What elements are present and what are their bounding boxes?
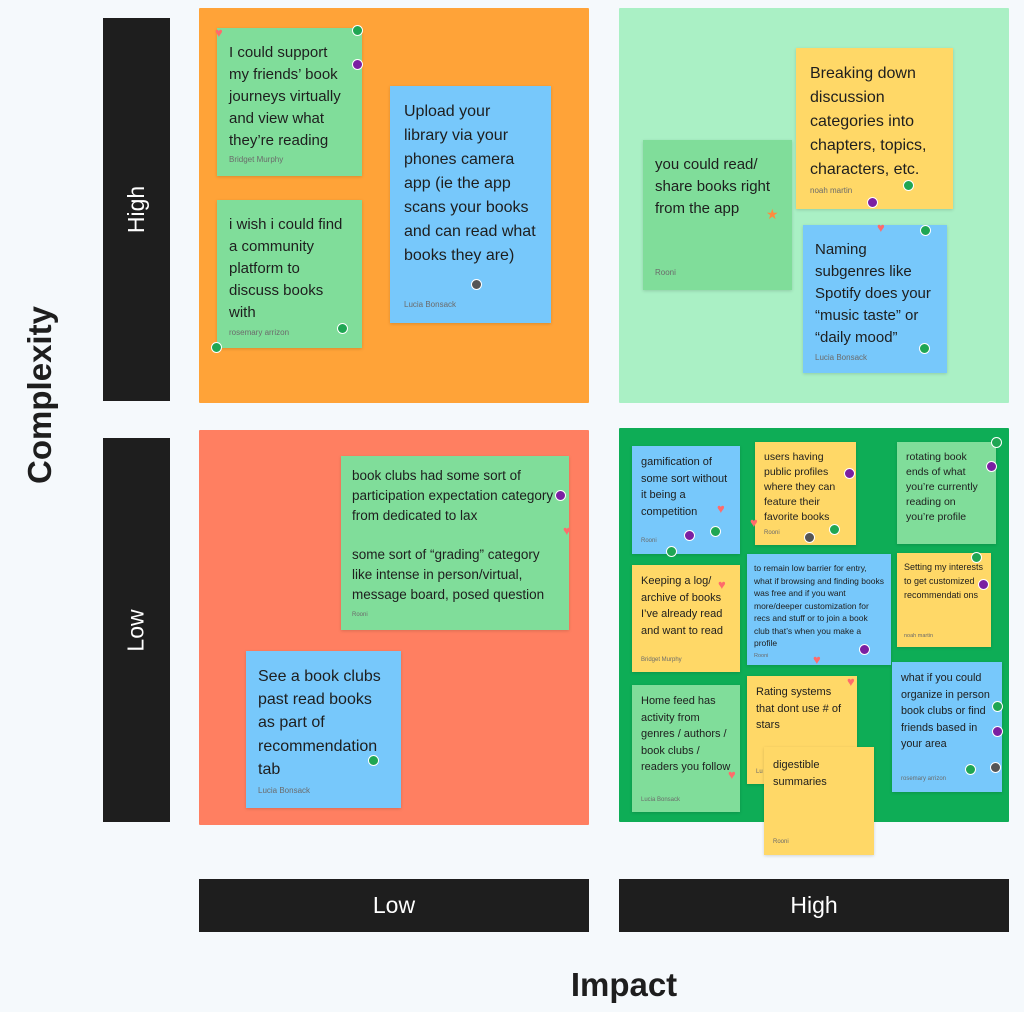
note-author: Lucia Bonsack bbox=[404, 300, 457, 309]
note-text: digestible summaries bbox=[773, 759, 827, 788]
sticky-note[interactable]: what if you could organize in person boo… bbox=[892, 662, 1002, 792]
heart-icon: ♥ bbox=[750, 515, 758, 530]
note-author: Rooni bbox=[773, 839, 789, 845]
heart-icon: ♥ bbox=[563, 523, 571, 538]
heart-icon: ♥ bbox=[717, 501, 725, 516]
x-axis-low-label: Low bbox=[199, 879, 589, 932]
sticky-note[interactable]: digestible summaries Rooni bbox=[764, 747, 874, 855]
avatar bbox=[990, 762, 1001, 773]
heart-icon: ♥ bbox=[847, 674, 855, 689]
note-author: Rooni bbox=[764, 530, 780, 536]
sticky-note[interactable]: Upload your library via your phones came… bbox=[390, 86, 551, 323]
avatar bbox=[971, 552, 982, 563]
note-author: rosemary arrizon bbox=[901, 776, 947, 782]
avatar bbox=[352, 59, 363, 70]
note-author: Lucia Bonsack bbox=[641, 797, 681, 803]
star-icon: ★ bbox=[766, 206, 779, 222]
note-text: gamification of some sort without it bei… bbox=[641, 456, 728, 518]
avatar bbox=[337, 323, 348, 334]
sticky-note[interactable]: Breaking down discussion categories into… bbox=[796, 48, 953, 209]
avatar bbox=[684, 530, 695, 541]
avatar bbox=[992, 726, 1003, 737]
note-author: Rooni bbox=[641, 538, 657, 544]
note-text: users having public profiles where they … bbox=[764, 451, 836, 523]
heart-icon: ♥ bbox=[877, 220, 885, 235]
y-axis-high-text: High bbox=[123, 185, 149, 234]
y-axis-low-text: Low bbox=[122, 608, 149, 652]
avatar bbox=[555, 490, 566, 501]
note-text: I could support my friends’ book journey… bbox=[229, 44, 341, 149]
avatar bbox=[986, 461, 997, 472]
note-author: Bridget Murphy bbox=[641, 657, 682, 663]
avatar bbox=[965, 764, 976, 775]
avatar bbox=[920, 225, 931, 236]
avatar bbox=[666, 546, 677, 557]
avatar bbox=[211, 342, 222, 353]
note-text: See a book clubs past read books as part… bbox=[258, 668, 381, 778]
note-text: Naming subgenres like Spotify does your … bbox=[815, 241, 931, 346]
sticky-note[interactable]: rotating book ends of what you’re curren… bbox=[897, 442, 996, 544]
note-author: Rooni bbox=[655, 268, 676, 277]
sticky-note[interactable]: See a book clubs past read books as part… bbox=[246, 651, 401, 808]
sticky-note[interactable]: I could support my friends’ book journey… bbox=[217, 28, 362, 176]
y-axis-title: Complexity bbox=[21, 306, 58, 484]
note-author: Rooni bbox=[352, 612, 368, 618]
sticky-note[interactable]: users having public profiles where they … bbox=[755, 442, 856, 545]
sticky-note[interactable]: book clubs had some sort of participatio… bbox=[341, 456, 569, 630]
note-text: Setting my interests to get customized r… bbox=[904, 562, 984, 600]
note-text: Home feed has activity from genres / aut… bbox=[641, 695, 731, 773]
sticky-note[interactable]: you could read/ share books right from t… bbox=[643, 140, 792, 290]
heart-icon: ♥ bbox=[718, 577, 726, 592]
note-author: Bridget Murphy bbox=[229, 155, 284, 164]
heart-icon: ♥ bbox=[813, 652, 821, 667]
avatar bbox=[919, 343, 930, 354]
note-author: Rooni bbox=[754, 653, 769, 659]
avatar bbox=[368, 755, 379, 766]
note-text: Breaking down discussion categories into… bbox=[810, 65, 927, 178]
note-author: noah martin bbox=[904, 633, 934, 639]
note-text: rotating book ends of what you’re curren… bbox=[906, 451, 978, 523]
avatar bbox=[710, 526, 721, 537]
note-text: what if you could organize in person boo… bbox=[901, 672, 990, 750]
note-author: rosemary arrizon bbox=[229, 328, 290, 337]
note-text: book clubs had some sort of participatio… bbox=[352, 468, 554, 602]
sticky-note[interactable]: Keeping a log/ archive of books I’ve alr… bbox=[632, 565, 740, 672]
avatar bbox=[352, 25, 363, 36]
sticky-note[interactable]: Setting my interests to get customized r… bbox=[897, 553, 991, 647]
avatar bbox=[978, 579, 989, 590]
avatar bbox=[829, 524, 840, 535]
avatar bbox=[844, 468, 855, 479]
note-text: you could read/ share books right from t… bbox=[655, 156, 771, 217]
avatar bbox=[804, 532, 815, 543]
sticky-note[interactable]: Home feed has activity from genres / aut… bbox=[632, 685, 740, 812]
x-axis-low-text: Low bbox=[372, 892, 416, 918]
note-text: Upload your library via your phones came… bbox=[404, 103, 536, 264]
x-axis-high-text: High bbox=[790, 892, 838, 918]
avatar bbox=[903, 180, 914, 191]
x-axis-high-label: High bbox=[619, 879, 1009, 932]
note-text: i wish i could find a community platform… bbox=[229, 216, 343, 321]
x-axis-title: Impact bbox=[570, 966, 678, 1003]
y-axis-high-label: High bbox=[103, 18, 170, 401]
note-text: Keeping a log/ archive of books I’ve alr… bbox=[641, 575, 723, 637]
note-author: Lucia Bonsack bbox=[815, 353, 868, 362]
heart-icon: ♥ bbox=[215, 25, 223, 40]
avatar bbox=[992, 701, 1003, 712]
note-author: Lu bbox=[756, 769, 763, 775]
avatar bbox=[991, 437, 1002, 448]
note-text: to remain low barrier for entry, what if… bbox=[754, 563, 884, 648]
avatar bbox=[471, 279, 482, 290]
note-text: Rating systems that dont use # of stars bbox=[756, 686, 842, 731]
y-axis-low-label: Low bbox=[103, 438, 170, 822]
sticky-note[interactable]: i wish i could find a community platform… bbox=[217, 200, 362, 348]
note-author: noah martin bbox=[810, 186, 853, 195]
heart-icon: ♥ bbox=[728, 767, 736, 782]
note-author: Lucia Bonsack bbox=[258, 786, 311, 795]
avatar bbox=[859, 644, 870, 655]
avatar bbox=[867, 197, 878, 208]
